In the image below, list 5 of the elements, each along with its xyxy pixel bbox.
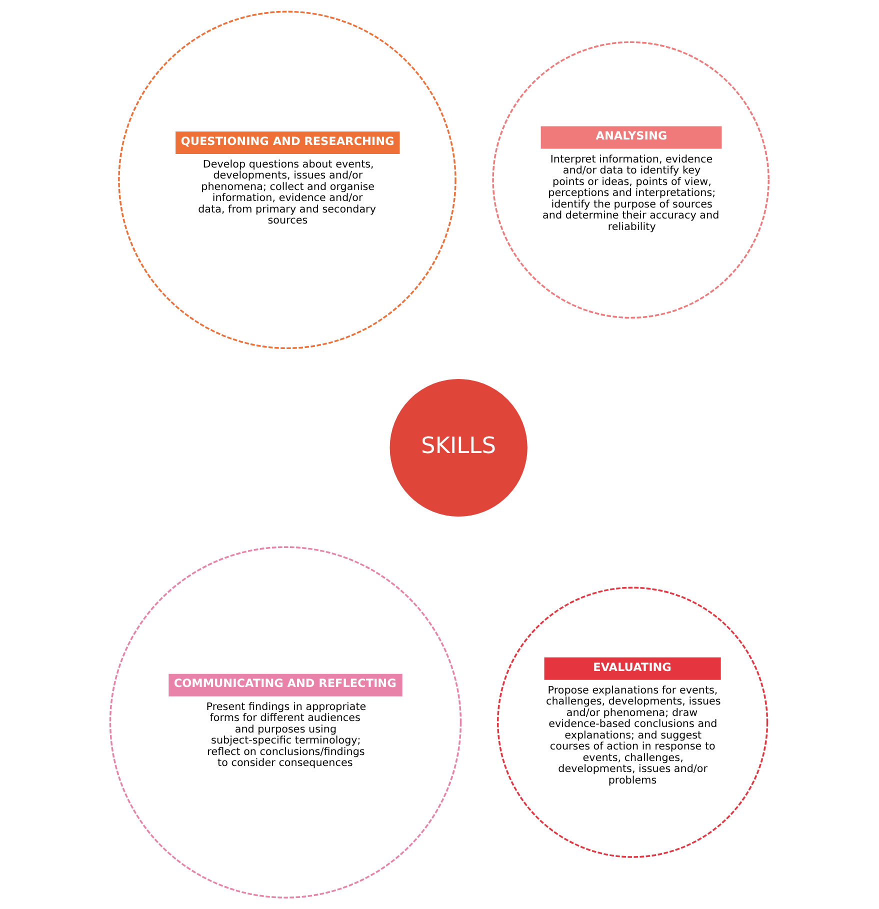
- node-circle: COMMUNICATING AND REFLECTING Present findings in appropriate forms for different audiences and purposes using subject-specific terminology; reflect on conclusions/findings to consider consequences: [109, 546, 462, 898]
- node-circle: EVALUATING Propose explanations for events, challenges, developments, issues and/or phenomena; draw evidence-based conclusions and explanations; and suggest courses of action in response to events, challenges, developments, issues and/or problems: [497, 586, 768, 858]
- node-circle: QUESTIONING AND RESEARCHING Develop questions about events, developments, issues and/or phenomena; collect and organise information, evidence and/or data, from primary and secondary sources: [118, 10, 456, 350]
- node-circle: SKILLS: [390, 378, 528, 517]
- node-circle: ANALYSING Interpret information, evidence and/or data to identify key points or ideas, points of view, perceptions and interpretations; identify the purpose of sources and determine their accuracy and reliability: [492, 41, 770, 319]
